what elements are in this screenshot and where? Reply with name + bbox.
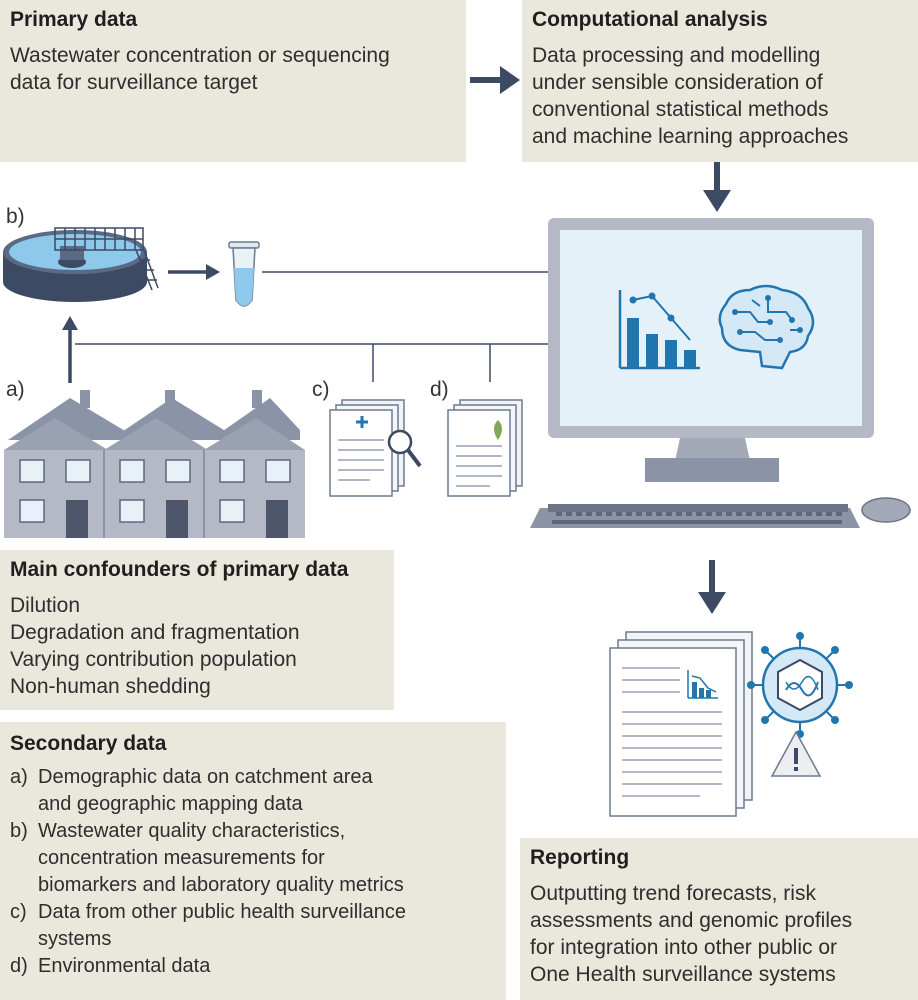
label-c: c) — [312, 378, 330, 401]
secondary-item-key: d) — [10, 955, 28, 977]
primary-data-line: Wastewater concentration or sequencing — [10, 44, 390, 67]
secondary-item-line: Environmental data — [38, 955, 211, 977]
primary-data-title: Primary data — [10, 8, 138, 31]
medical-document-icon — [329, 399, 422, 497]
secondary-item-key: c) — [10, 901, 27, 923]
confounders-panel: Main confounders of primary data Dilutio… — [0, 550, 394, 710]
secondary-item-key: a) — [10, 766, 28, 788]
arrow-primary-to-computational — [470, 66, 520, 94]
computational-analysis-panel: Computational analysis Data processing a… — [522, 0, 918, 162]
secondary-item-line: Wastewater quality characteristics, — [38, 820, 346, 842]
arrow-houses-to-tank — [62, 316, 78, 383]
secondary-item-b: b) Wastewater quality characteristics, c… — [10, 818, 496, 899]
report-stack-icon — [609, 631, 753, 817]
primary-data-panel: Primary data Wastewater concentration or… — [0, 0, 466, 162]
computer-icon — [530, 218, 911, 528]
confounder-item: Non-human shedding — [10, 675, 211, 698]
secondary-item-text: Demographic data on catchment area and g… — [38, 764, 373, 818]
confounder-item: Dilution — [10, 594, 81, 617]
secondary-item-line: concentration measurements for — [38, 847, 325, 869]
ai-brain-icon — [718, 284, 815, 370]
computational-analysis-text: Data processing and modelling under sens… — [532, 42, 908, 150]
secondary-item-line: systems — [38, 928, 112, 950]
arrow-computational-to-computer — [703, 162, 731, 212]
secondary-item-text: Wastewater quality characteristics, conc… — [38, 818, 404, 899]
reporting-panel: Reporting Outputting trend forecasts, ri… — [520, 838, 918, 1000]
secondary-item-d: d) Environmental data — [10, 953, 496, 980]
secondary-item-line: Demographic data on catchment area — [38, 766, 373, 788]
reporting-text: Outputting trend forecasts, risk assessm… — [530, 880, 908, 988]
computational-line: conventional statistical methods — [532, 98, 829, 121]
confounders-list: Dilution Degradation and fragmentation V… — [10, 592, 384, 700]
confounder-item: Varying contribution population — [10, 648, 297, 671]
secondary-data-list: a) Demographic data on catchment area an… — [10, 764, 496, 980]
reporting-line: for integration into other public or — [530, 936, 838, 959]
treatment-tank-icon — [3, 227, 159, 302]
computational-analysis-title: Computational analysis — [532, 8, 768, 31]
label-a: a) — [6, 378, 25, 401]
label-d: d) — [430, 378, 449, 401]
secondary-item-text: Environmental data — [38, 953, 210, 980]
confounder-item: Degradation and fragmentation — [10, 621, 300, 644]
reporting-line: Outputting trend forecasts, risk — [530, 882, 816, 905]
computational-line: Data processing and modelling — [532, 44, 821, 67]
secondary-item-line: biomarkers and laboratory quality metric… — [38, 874, 404, 896]
warning-icon — [770, 730, 822, 777]
secondary-data-title: Secondary data — [10, 732, 167, 755]
secondary-item-text: Data from other public health surveillan… — [38, 899, 406, 953]
primary-data-text: Wastewater concentration or sequencing d… — [10, 42, 456, 96]
secondary-item-line: and geographic mapping data — [38, 793, 303, 815]
computational-line: and machine learning approaches — [532, 125, 849, 148]
sample-tube-icon — [228, 241, 260, 307]
secondary-data-panel: Secondary data a) Demographic data on ca… — [0, 722, 506, 1000]
reporting-title: Reporting — [530, 846, 630, 869]
reporting-line: assessments and genomic profiles — [530, 909, 853, 932]
primary-data-line: data for surveillance target — [10, 71, 258, 94]
connector-lines — [75, 271, 550, 382]
environmental-document-icon — [447, 399, 523, 497]
reporting-line: One Health surveillance systems — [530, 963, 836, 986]
secondary-item-a: a) Demographic data on catchment area an… — [10, 764, 496, 818]
bar-chart-icon — [618, 290, 700, 370]
secondary-item-key: b) — [10, 820, 28, 842]
arrow-tank-to-tube — [168, 264, 220, 280]
secondary-item-c: c) Data from other public health surveil… — [10, 899, 496, 953]
label-b: b) — [6, 205, 25, 228]
arrow-computer-to-reports — [698, 560, 726, 614]
secondary-item-line: Data from other public health surveillan… — [38, 901, 406, 923]
houses-icon — [4, 390, 305, 538]
confounders-title: Main confounders of primary data — [10, 558, 349, 581]
computational-line: under sensible consideration of — [532, 71, 823, 94]
virus-icon — [747, 632, 853, 738]
